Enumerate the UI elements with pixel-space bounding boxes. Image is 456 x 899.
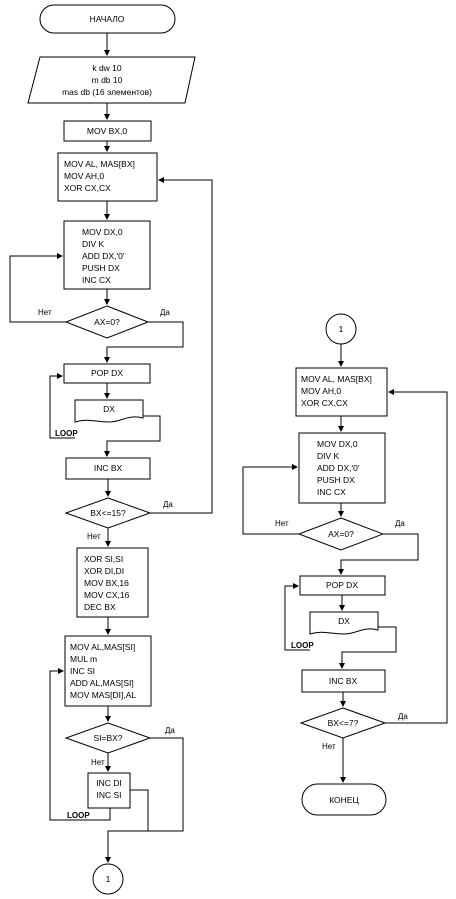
decision-label: SI=BX? <box>93 733 122 743</box>
loop-back-line <box>150 177 213 514</box>
output-document-dx <box>309 611 379 635</box>
process-line: MOV AL,MAS[SI] <box>70 642 135 652</box>
connector-label: 1 <box>339 324 344 334</box>
input-line-1: k dw 10 <box>92 63 122 73</box>
process-label: POP DX <box>91 368 123 378</box>
process-block-inc <box>87 772 131 809</box>
branch-no-label: Нет <box>322 742 336 751</box>
process-block-div <box>63 220 151 290</box>
decision-label: AX=0? <box>94 317 120 327</box>
process-block-div <box>298 432 386 504</box>
branch-no-label: Нет <box>275 519 289 528</box>
branch-no-label: Нет <box>87 532 101 541</box>
process-line: MOV AL, MAS[BX] <box>301 374 372 384</box>
process-line: DIV K <box>317 451 340 461</box>
input-line-3: mas db (16 элементов) <box>62 87 152 97</box>
decision-ax-zero <box>64 305 150 339</box>
process-block-load <box>57 152 158 202</box>
branch-yes-label: Да <box>395 519 405 528</box>
input-data-block <box>27 56 196 104</box>
branch-yes-label: Да <box>165 726 175 735</box>
process-line: DEC BX <box>84 602 116 612</box>
end-terminator <box>301 783 387 816</box>
process-block-init <box>76 547 149 618</box>
process-line: MOV AH,0 <box>64 171 104 181</box>
output-document-dx <box>74 399 144 423</box>
process-line: INC CX <box>317 487 346 497</box>
connector-line <box>105 737 184 863</box>
process-line: XOR SI,SI <box>84 554 123 564</box>
loop-back-line <box>49 373 75 439</box>
process-label: MOV BX,0 <box>87 126 127 136</box>
loop-label: LOOP <box>67 811 90 820</box>
decision-label: BX<=7? <box>328 718 359 728</box>
off-page-connector <box>92 863 124 895</box>
branch-yes-label: Да <box>398 712 408 721</box>
input-line-2: m db 10 <box>92 75 123 85</box>
process-label: INC BX <box>94 463 123 473</box>
connector-line <box>130 789 149 831</box>
loop-back-line <box>242 464 299 535</box>
process-line: MOV DX,0 <box>317 439 358 449</box>
process-line: XOR CX,CX <box>64 183 111 193</box>
decision-label: BX<=15? <box>90 508 126 518</box>
process-label: INC BX <box>329 676 358 686</box>
process-line: MOV DX,0 <box>82 227 123 237</box>
loop-label: LOOP <box>291 641 314 650</box>
process-line: INC CX <box>82 275 111 285</box>
process-label: POP DX <box>326 580 358 590</box>
process-line: PUSH DX <box>82 263 120 273</box>
loop-back-line <box>49 668 111 821</box>
process-line: ADD DX,'0' <box>317 463 360 473</box>
connector-line <box>104 415 161 457</box>
output-label: DX <box>338 616 350 626</box>
process-block-load <box>295 367 388 417</box>
decision-ax-zero <box>297 517 385 551</box>
branch-no-label: Нет <box>91 758 105 767</box>
process-line: XOR DI,DI <box>84 566 124 576</box>
process-line: MOV AH,0 <box>301 386 341 396</box>
branch-no-label: Нет <box>38 308 52 317</box>
process-line: INC SI <box>70 666 95 676</box>
process-line: MOV AL, MAS[BX] <box>64 159 135 169</box>
branch-yes-label: Да <box>163 500 173 509</box>
connector-line <box>338 533 419 575</box>
end-label: КОНЕЦ <box>329 795 359 805</box>
process-line: ADD DX,'0' <box>82 251 125 261</box>
process-line: ADD AL,MAS[SI] <box>70 678 134 688</box>
decision-label: AX=0? <box>328 529 354 539</box>
process-line: MUL m <box>70 654 97 664</box>
process-line: PUSH DX <box>317 475 355 485</box>
output-label: DX <box>103 404 115 414</box>
connector-line <box>339 626 397 669</box>
connector-label: 1 <box>106 874 111 884</box>
process-line: INC DI <box>96 778 122 788</box>
loop-back-line <box>284 583 310 651</box>
process-block-compute <box>64 635 152 707</box>
process-line: MOV BX,16 <box>84 578 129 588</box>
connector-line <box>104 321 184 363</box>
loop-label: LOOP <box>55 429 78 438</box>
loop-back-line <box>385 389 448 724</box>
branch-yes-label: Да <box>160 308 170 317</box>
loop-back-line <box>9 253 66 323</box>
process-line: MOV MAS[DI],AL <box>70 690 136 700</box>
start-label: НАЧАЛО <box>90 14 125 24</box>
process-line: DIV K <box>82 239 105 249</box>
process-line: MOV CX,16 <box>84 590 130 600</box>
process-line: INC SI <box>96 790 121 800</box>
process-line: XOR CX,CX <box>301 398 348 408</box>
